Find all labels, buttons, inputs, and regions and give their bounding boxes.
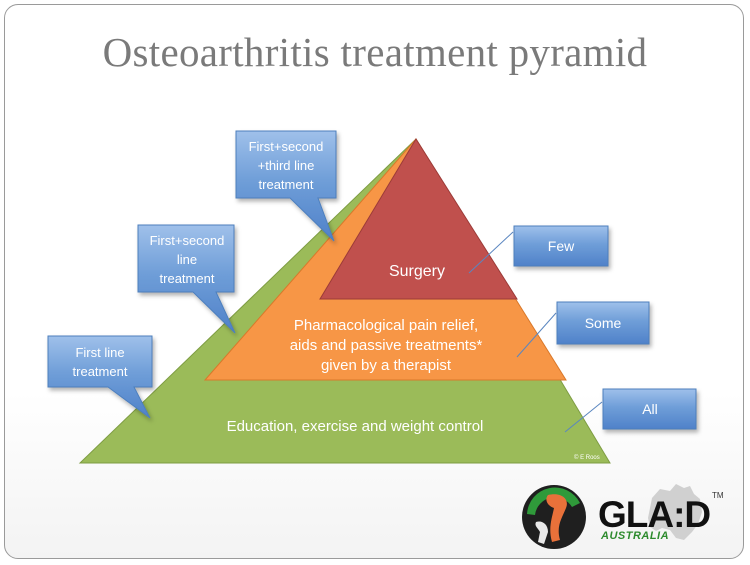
- some-callout-box: [556, 301, 650, 345]
- few-connector-line: [468, 231, 514, 274]
- first-second-third-callout-line-3: treatment: [259, 177, 314, 192]
- few-callout-label: Few: [548, 238, 575, 254]
- first-second-callout-line-3: treatment: [160, 271, 215, 286]
- surgery-label: Surgery: [389, 263, 445, 280]
- some-connector-line: [516, 312, 557, 358]
- first-line-callout-line-1: First line: [75, 345, 124, 360]
- glad-logo-subtitle: AUSTRALIA: [601, 530, 670, 542]
- education-label: Education, exercise and weight control: [227, 418, 484, 435]
- credit-label: © E Roos: [574, 454, 600, 461]
- pharmacological-label-line-2: aids and passive treatments*: [290, 337, 483, 354]
- pharmacological-label-line-1: Pharmacological pain relief,: [294, 317, 478, 334]
- glad-logo-trademark: TM: [712, 491, 724, 500]
- glad-logo-emblem: [522, 485, 586, 549]
- first-second-callout-line-2: line: [177, 252, 197, 267]
- some-callout-label: Some: [585, 315, 622, 331]
- australia-map-graphic: [648, 484, 702, 540]
- all-callout-label: All: [642, 401, 658, 417]
- all-callout-box: [602, 388, 697, 430]
- all-connector-line: [564, 401, 603, 433]
- glad-logo-wordmark: GLA:D: [598, 494, 711, 535]
- pyramid-top-layer: [319, 138, 518, 300]
- first-second-line-callout-box: [137, 224, 236, 334]
- slide-title: Osteoarthritis treatment pyramid: [102, 29, 648, 75]
- first-second-third-callout-line-2: +third line: [258, 158, 315, 173]
- first-second-third-line-callout-box: [235, 130, 337, 242]
- first-line-callout-line-2: treatment: [73, 364, 128, 379]
- few-callout-box: [513, 225, 609, 267]
- pharmacological-label-line-3: given by a therapist: [321, 357, 452, 374]
- first-line-callout-box: [47, 335, 153, 419]
- first-second-third-callout-line-1: First+second: [249, 139, 324, 154]
- first-second-callout-line-1: First+second: [150, 233, 225, 248]
